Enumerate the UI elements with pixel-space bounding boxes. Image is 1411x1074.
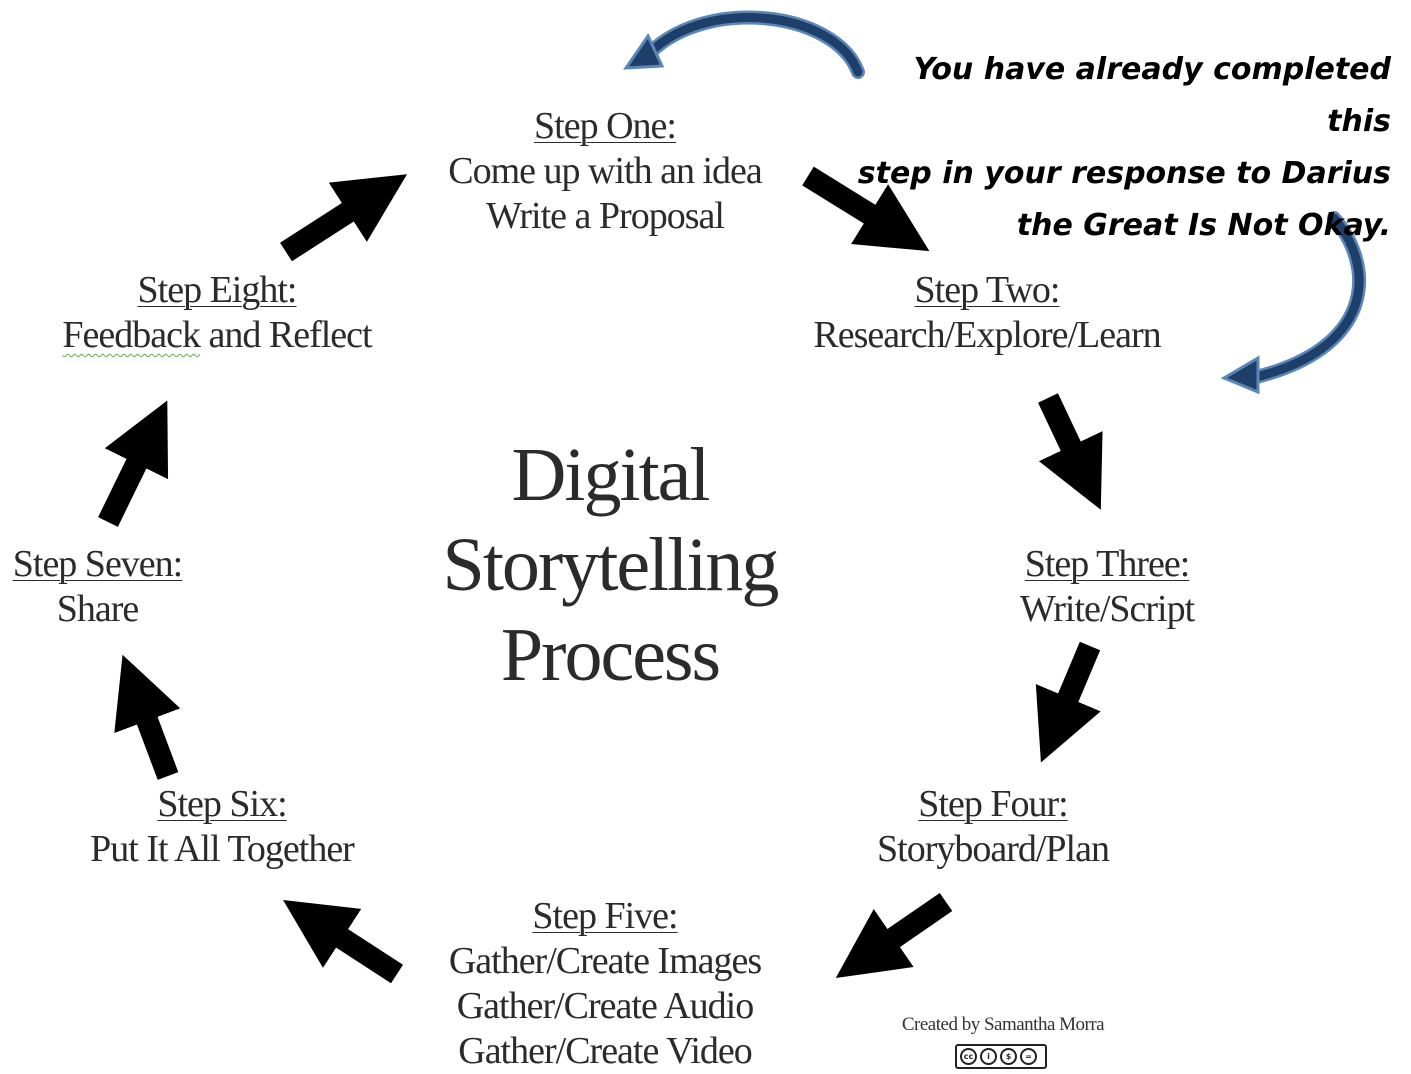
step-title: Step Two:	[914, 269, 1061, 311]
creative-commons-badge: cc i $ =	[955, 1044, 1047, 1069]
arrow-step6-to-step7	[114, 654, 181, 780]
step-four: Step Four: Storyboard/Plan	[843, 782, 1143, 872]
step-text: Gather/Create Video	[458, 1030, 753, 1072]
step-title: Step Three:	[1024, 543, 1191, 585]
step-title: Step Five:	[532, 895, 678, 937]
title-line: Storytelling	[442, 523, 780, 607]
step-text: Storyboard/Plan	[877, 828, 1110, 870]
step-title: Step Four:	[918, 783, 1068, 825]
step-title: Step Six:	[157, 783, 287, 825]
note-line: the Great Is Not Okay.	[1016, 208, 1391, 243]
step-one: Step One: Come up with an idea Write a P…	[405, 104, 805, 239]
title-line: Digital	[511, 433, 710, 517]
step-text: Write a Proposal	[486, 195, 725, 237]
step-two: Step Two: Research/Explore/Learn	[787, 268, 1187, 358]
step-text: Gather/Create Audio	[456, 985, 755, 1027]
step-text: Put It All Together	[90, 828, 355, 870]
arrow-step3-to-step4	[1035, 641, 1101, 763]
step-seven: Step Seven: Share	[0, 542, 195, 632]
credit-line: Created by Samantha Morra	[901, 1014, 1105, 1035]
arrow-step4-to-step5	[835, 892, 953, 978]
step-five: Step Five: Gather/Create Images Gather/C…	[405, 894, 805, 1074]
arrow-step2-to-step3	[1038, 393, 1103, 510]
note-line: step in your response to Darius	[857, 156, 1391, 191]
step-six: Step Six: Put It All Together	[72, 782, 372, 872]
step-title: Step Eight:	[137, 269, 298, 311]
noderivatives-icon: =	[1020, 1048, 1037, 1065]
step-text: Come up with an idea	[448, 150, 762, 192]
title-line: Process	[500, 613, 721, 697]
arrow-step7-to-step8	[98, 400, 169, 527]
step-eight: Step Eight: Feedback and Reflect	[42, 268, 392, 358]
step-text: Write/Script	[1019, 588, 1195, 630]
arrow-step1-to-step2	[802, 166, 930, 252]
curved-arrow-right	[1220, 211, 1367, 395]
step-three: Step Three: Write/Script	[957, 542, 1257, 632]
step-text: Research/Explore/Learn	[813, 314, 1161, 356]
note-line: You have already completed this	[913, 52, 1391, 139]
step-title: Step One:	[534, 105, 677, 147]
step-title: Step Seven:	[12, 543, 183, 585]
completion-note: You have already completed this step in …	[851, 44, 1391, 252]
arrow-step5-to-step6	[283, 900, 403, 984]
diagram-title: Digital Storytelling Process	[395, 430, 825, 700]
noncommercial-icon: $	[1000, 1048, 1017, 1065]
attribution-icon: i	[980, 1048, 997, 1065]
cc-icon: cc	[960, 1048, 977, 1065]
step-text: Gather/Create Images	[448, 940, 762, 982]
curved-arrow-top	[623, 10, 865, 79]
step-text: Share	[56, 588, 140, 630]
step-text-rest: and Reflect	[208, 314, 373, 356]
step-text: Feedback and Reflect	[42, 313, 392, 358]
arrow-step8-to-step1	[280, 174, 408, 262]
spellcheck-word: Feedback	[62, 314, 201, 356]
